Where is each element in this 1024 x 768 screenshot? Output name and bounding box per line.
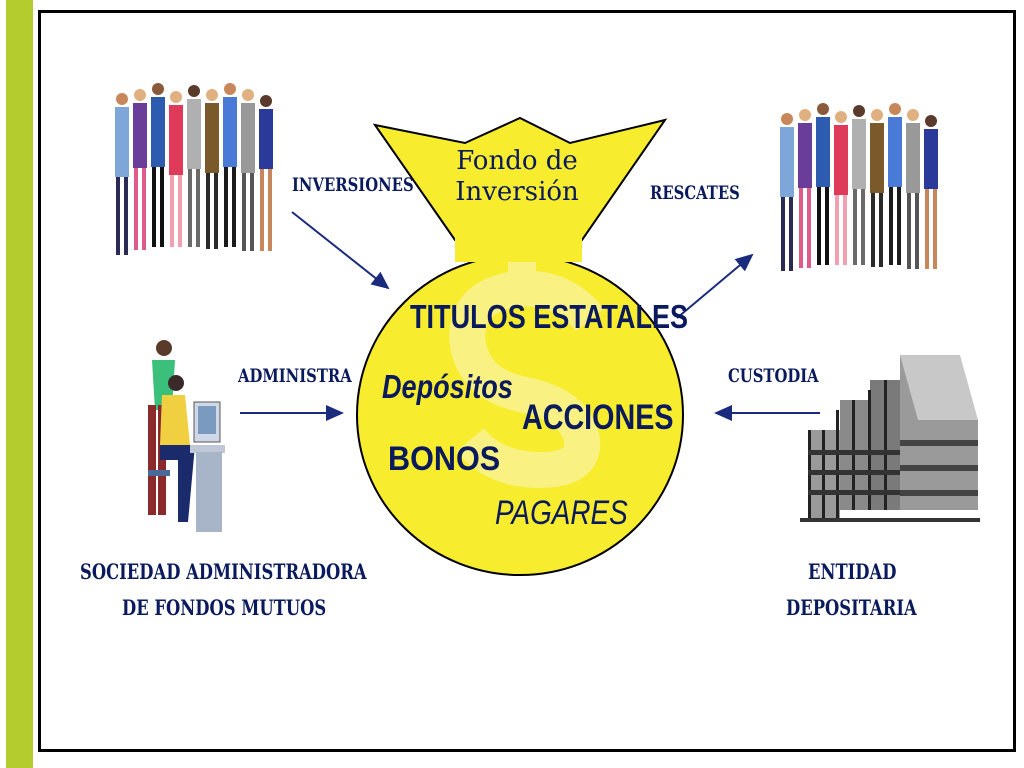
inversiones-label: INVERSIONES (292, 174, 414, 196)
administra-label: ADMINISTRA (238, 365, 352, 387)
bag-title: Fondo de Inversión (452, 146, 582, 208)
diagram-frame (38, 10, 1016, 752)
bonos-text: BONOS (388, 440, 501, 478)
redeemers-group-icon (780, 103, 938, 271)
bank-building-icon (800, 355, 980, 522)
investors-group-icon (115, 83, 273, 255)
depositos-text: Depósitos (382, 368, 513, 405)
custodia-label: CUSTODIA (728, 365, 819, 387)
bag-title-line1: Fondo de (456, 146, 578, 176)
entidad-label-line1: ENTIDAD (808, 559, 897, 584)
office-workers-icon (148, 340, 225, 532)
entidad-label-line2: DEPOSITARIA (786, 595, 917, 620)
accent-side-bar (6, 0, 33, 768)
dollar-sign-icon (449, 262, 605, 489)
rescates-label: RESCATES (650, 182, 740, 204)
pagares-text: PAGARES (495, 494, 628, 532)
titulos-estatales-text: TITULOS ESTATALES (410, 298, 689, 335)
sociedad-label-line1: SOCIEDAD ADMINISTRADORA (80, 559, 367, 584)
acciones-text: ACCIONES (522, 398, 674, 437)
bag-title-line2: Inversión (455, 177, 579, 207)
sociedad-label-line2: DE FONDOS MUTUOS (122, 595, 327, 620)
rescates-arrow (676, 253, 754, 319)
inversiones-arrow (291, 211, 390, 290)
money-bag-icon (356, 116, 684, 576)
